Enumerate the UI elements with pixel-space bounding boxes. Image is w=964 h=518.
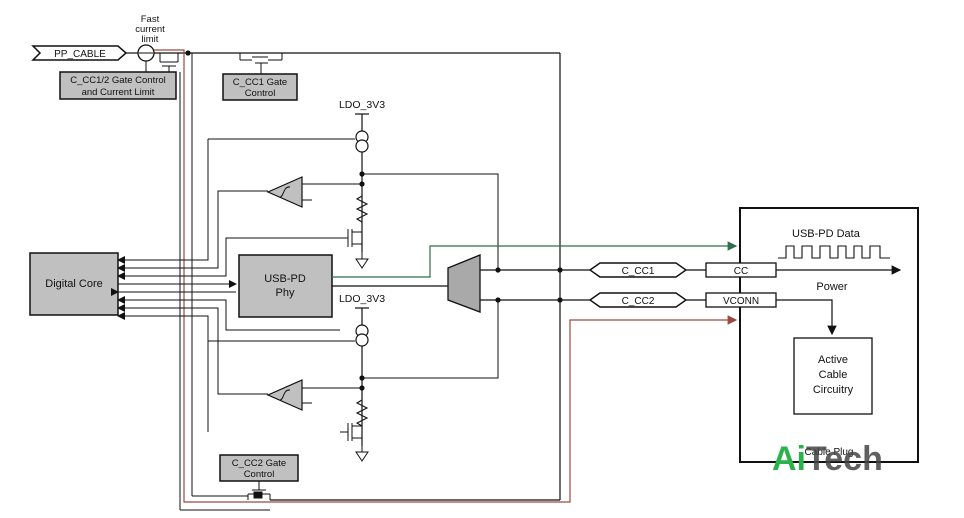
current-source-bottom-icon xyxy=(355,324,369,347)
digital-core-box: Digital Core xyxy=(29,252,119,316)
svg-text:C_CC2 Gate: C_CC2 Gate xyxy=(232,458,286,469)
svg-text:Digital Core: Digital Core xyxy=(45,278,102,290)
pp-cable-pin: PP_CABLE xyxy=(31,45,128,61)
comparator-top-icon xyxy=(266,176,362,208)
svg-text:Control: Control xyxy=(245,88,276,99)
svg-text:Phy: Phy xyxy=(276,287,295,299)
gate-control-cc12-box: C_CC1/2 Gate Control and Current Limit xyxy=(59,71,177,100)
svg-text:C_CC2: C_CC2 xyxy=(622,296,655,307)
vconn-wire xyxy=(154,49,738,503)
watermark-logo: AiTech xyxy=(772,440,883,478)
ldo-top-label: LDO_3V3 xyxy=(339,99,385,111)
active-cable-circuitry-box: Active Cable Circuitry xyxy=(793,337,873,415)
vconn-pin-box: VCONN xyxy=(705,292,777,308)
resistor-top-icon xyxy=(355,195,369,223)
svg-text:current: current xyxy=(135,24,165,35)
pp-cable-label: PP_CABLE xyxy=(54,49,106,60)
usbpd-data-wire xyxy=(332,241,738,278)
svg-text:CC: CC xyxy=(734,266,748,277)
comparator-bottom-icon xyxy=(266,379,362,411)
svg-text:Control: Control xyxy=(244,469,275,480)
svg-text:and Current Limit: and Current Limit xyxy=(82,87,155,98)
gate-control-cc2-box: C_CC2 Gate Control xyxy=(219,454,299,482)
resistor-bottom-icon xyxy=(355,399,369,427)
svg-text:limit: limit xyxy=(142,34,159,45)
svg-text:C_CC1: C_CC1 xyxy=(622,266,655,277)
ldo-bottom-label: LDO_3V3 xyxy=(339,293,385,305)
current-source-top-icon xyxy=(355,130,369,153)
watermark-part2: Tech xyxy=(806,440,883,478)
c-cc1-pin: C_CC1 xyxy=(588,262,688,278)
mux-icon xyxy=(447,254,481,313)
usbpd-data-label: USB-PD Data xyxy=(792,228,861,240)
svg-text:VCONN: VCONN xyxy=(723,296,759,307)
svg-text:Cable: Cable xyxy=(819,369,848,381)
data-waveform-icon xyxy=(778,245,890,259)
pp-switch-transistor-icon xyxy=(159,53,179,72)
svg-text:Active: Active xyxy=(818,354,848,366)
svg-text:Circuitry: Circuitry xyxy=(813,384,854,396)
watermark-part1: Ai xyxy=(772,440,806,478)
gate-control-cc1-box: C_CC1 Gate Control xyxy=(222,73,298,101)
svg-text:C_CC1/2 Gate Control: C_CC1/2 Gate Control xyxy=(70,75,166,86)
cc2-gate-transistor-icon xyxy=(247,481,271,500)
power-label: Power xyxy=(816,281,848,293)
usbpd-phy-box: USB-PD Phy xyxy=(238,254,333,318)
pulldown-transistor-top-icon xyxy=(340,222,369,269)
cc-pin-box: CC xyxy=(705,262,777,278)
cc1-gate-transistor-icon xyxy=(239,53,283,74)
svg-text:Fast: Fast xyxy=(141,14,160,25)
c-cc2-pin: C_CC2 xyxy=(588,292,688,308)
pulldown-transistor-bottom-icon xyxy=(340,423,369,462)
fast-current-limit-label: Fast current limit xyxy=(135,14,165,45)
svg-text:USB-PD: USB-PD xyxy=(264,273,306,285)
cable-plug-label: Cable Plug xyxy=(805,447,854,458)
svg-text:C_CC1 Gate: C_CC1 Gate xyxy=(233,77,287,88)
